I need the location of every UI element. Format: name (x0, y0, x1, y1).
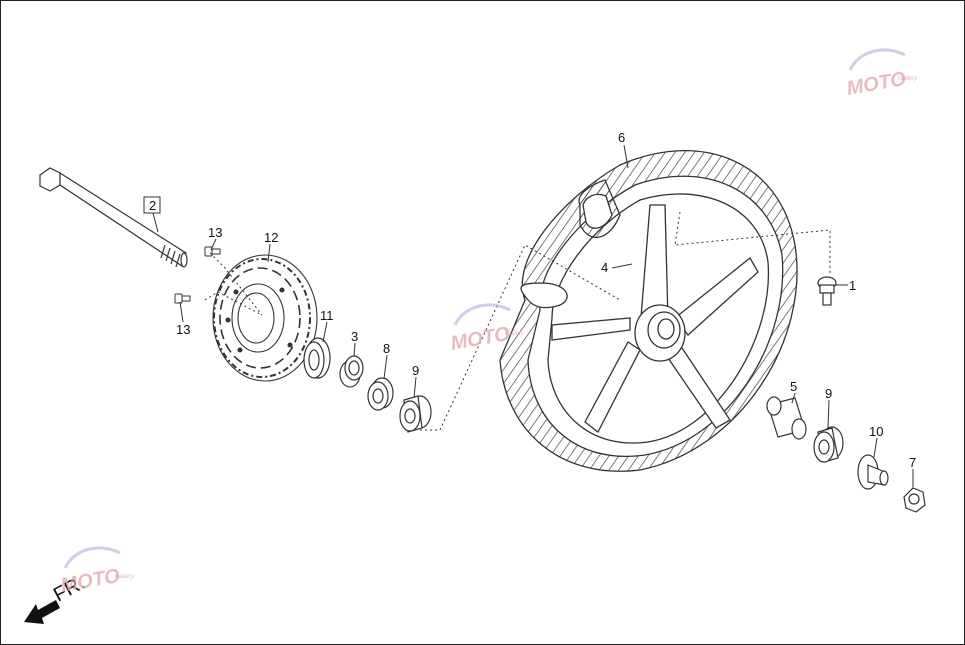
bearing-9-right (813, 426, 844, 463)
flanged-collar (857, 454, 889, 490)
callout-9-right: 9 (825, 386, 832, 401)
wheel-assembly (499, 150, 798, 472)
callout-labels: 2 13 13 12 11 3 8 9 6 4 1 5 9 10 7 (143, 130, 916, 470)
watermark-brand: MOTO (59, 565, 122, 597)
swoosh-icon (848, 48, 906, 71)
callout-2: 2 (149, 198, 156, 213)
callout-10: 10 (869, 424, 883, 439)
axle (39, 167, 188, 268)
callout-8: 8 (383, 341, 390, 356)
callout-9-left: 9 (412, 363, 419, 378)
axle-nut (903, 487, 926, 513)
bolt-13-upper (204, 246, 221, 257)
bearing-8 (367, 377, 394, 411)
collar-spacer (339, 355, 364, 388)
swoosh-icon (453, 303, 511, 326)
bearing-9-left (399, 395, 432, 433)
assembly-guide-lines (204, 211, 831, 431)
distance-collar (766, 396, 807, 440)
swoosh-icon (63, 546, 121, 569)
callout-6: 6 (618, 130, 625, 145)
watermark-bottom-left: MOTO Gallery (59, 546, 135, 597)
watermark-sub: Gallery (898, 76, 918, 82)
callout-4: 4 (601, 260, 608, 275)
air-valve (817, 276, 837, 306)
oil-seal (303, 337, 331, 379)
watermark-sub: Gallery (115, 574, 135, 580)
callout-7: 7 (909, 455, 916, 470)
leader-lines (152, 144, 914, 487)
bolt-13-lower (174, 293, 191, 304)
callout-box-2 (143, 196, 161, 214)
callout-1: 1 (849, 278, 856, 293)
callout-5: 5 (790, 379, 797, 394)
watermark-sub: Gallery (505, 331, 525, 337)
watermark-brand: MOTO (449, 323, 512, 355)
brake-disc (212, 254, 318, 382)
callout-13-lower: 13 (176, 322, 190, 337)
callout-13-upper: 13 (208, 225, 222, 240)
callout-11: 11 (320, 308, 334, 323)
watermark-top-right: MOTO Gallery (845, 48, 918, 100)
callout-12: 12 (264, 230, 278, 245)
callout-3: 3 (351, 329, 358, 344)
watermark-center: MOTO Gallery (449, 303, 525, 355)
watermark-brand: MOTO (845, 68, 908, 100)
front-arrow-icon (24, 600, 60, 624)
